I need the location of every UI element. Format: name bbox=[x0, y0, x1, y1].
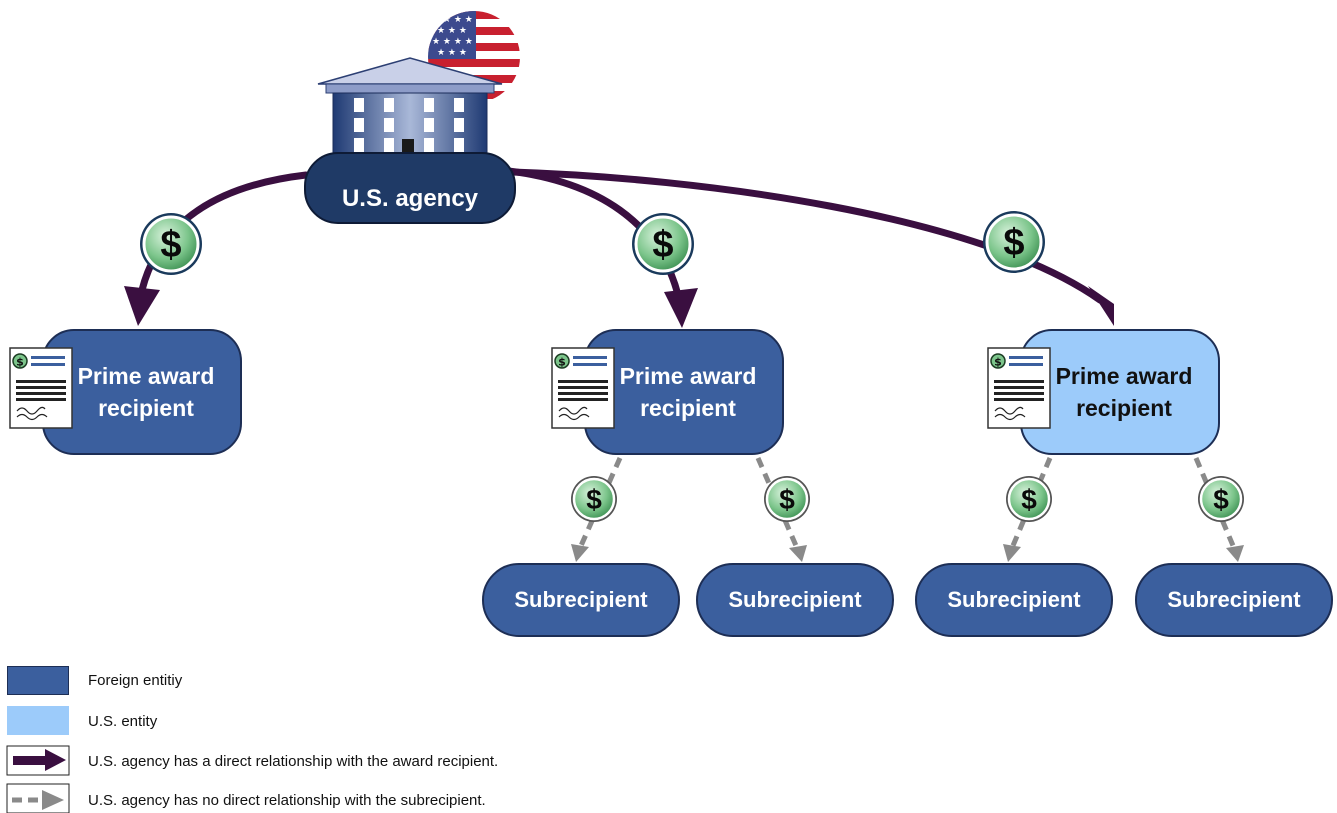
prime-recipient-label: Prime award recipient bbox=[1055, 363, 1193, 421]
subrecipient-label: Subrecipient bbox=[514, 587, 648, 612]
subrecipient-2: Subrecipient bbox=[696, 563, 894, 637]
direct-arrowhead-1 bbox=[124, 286, 160, 326]
legend-us-label: U.S. entity bbox=[88, 713, 158, 730]
legend-foreign-swatch bbox=[7, 666, 69, 695]
agency-label: U.S. agency bbox=[341, 185, 479, 212]
award-document-icon: $ bbox=[551, 347, 615, 429]
svg-text:$: $ bbox=[16, 356, 24, 369]
legend-indirect-arrow-swatch bbox=[6, 783, 70, 813]
svg-text:$: $ bbox=[1213, 484, 1229, 515]
indirect-arrows bbox=[577, 456, 1237, 550]
prime-recipient-1: Prime award recipient bbox=[42, 329, 242, 455]
dollar-coin-icon: $ bbox=[632, 213, 694, 275]
subrecipient-label: Subrecipient bbox=[1167, 587, 1301, 612]
dollar-coin-icon: $ bbox=[983, 211, 1045, 273]
dollar-coin-icon: $ bbox=[1006, 476, 1052, 522]
svg-text:$: $ bbox=[1021, 484, 1037, 515]
dollar-coin-icon: $ bbox=[1198, 476, 1244, 522]
award-document-icon: $ bbox=[987, 347, 1051, 429]
dollar-coin-icon: $ bbox=[140, 213, 202, 275]
svg-text:$: $ bbox=[779, 484, 795, 515]
svg-text:$: $ bbox=[1003, 222, 1024, 264]
svg-text:$: $ bbox=[652, 224, 673, 266]
legend-indirect-label: U.S. agency has no direct relationship w… bbox=[88, 792, 486, 809]
svg-text:★ ★ ★: ★ ★ ★ bbox=[437, 48, 467, 58]
direct-arrows bbox=[138, 166, 1104, 304]
svg-text:★ ★ ★ ★: ★ ★ ★ ★ bbox=[432, 37, 473, 47]
legend-foreign-label: Foreign entitiy bbox=[88, 672, 183, 689]
prime-recipient-label: Prime award recipient bbox=[619, 363, 757, 421]
dollar-coin-icon: $ bbox=[571, 476, 617, 522]
svg-text:$: $ bbox=[994, 356, 1002, 369]
legend-us-swatch bbox=[7, 706, 69, 735]
direct-arrowhead-2 bbox=[664, 288, 698, 328]
legend-direct-arrow-swatch bbox=[6, 745, 70, 776]
subrecipient-3: Subrecipient bbox=[915, 563, 1113, 637]
subrecipient-label: Subrecipient bbox=[947, 587, 1081, 612]
prime-recipient-3: Prime award recipient bbox=[1020, 329, 1220, 455]
legend-direct-label: U.S. agency has a direct relationship wi… bbox=[88, 753, 499, 770]
svg-text:★ ★ ★ ★: ★ ★ ★ ★ bbox=[432, 15, 473, 25]
svg-text:★ ★ ★: ★ ★ ★ bbox=[437, 26, 467, 36]
subrecipient-4: Subrecipient bbox=[1135, 563, 1333, 637]
subrecipient-1: Subrecipient bbox=[482, 563, 680, 637]
svg-text:$: $ bbox=[586, 484, 602, 515]
svg-text:$: $ bbox=[160, 224, 181, 266]
dollar-coin-icon: $ bbox=[764, 476, 810, 522]
direct-arrowhead-3 bbox=[1088, 286, 1114, 326]
prime-recipient-label: Prime award recipient bbox=[77, 363, 215, 421]
agency-node: U.S. agency bbox=[304, 152, 516, 224]
direct-arrow-3 bbox=[508, 168, 1104, 304]
svg-text:$: $ bbox=[558, 356, 566, 369]
award-document-icon: $ bbox=[9, 347, 73, 429]
prime-recipient-2: Prime award recipient bbox=[584, 329, 784, 455]
subrecipient-label: Subrecipient bbox=[728, 587, 862, 612]
